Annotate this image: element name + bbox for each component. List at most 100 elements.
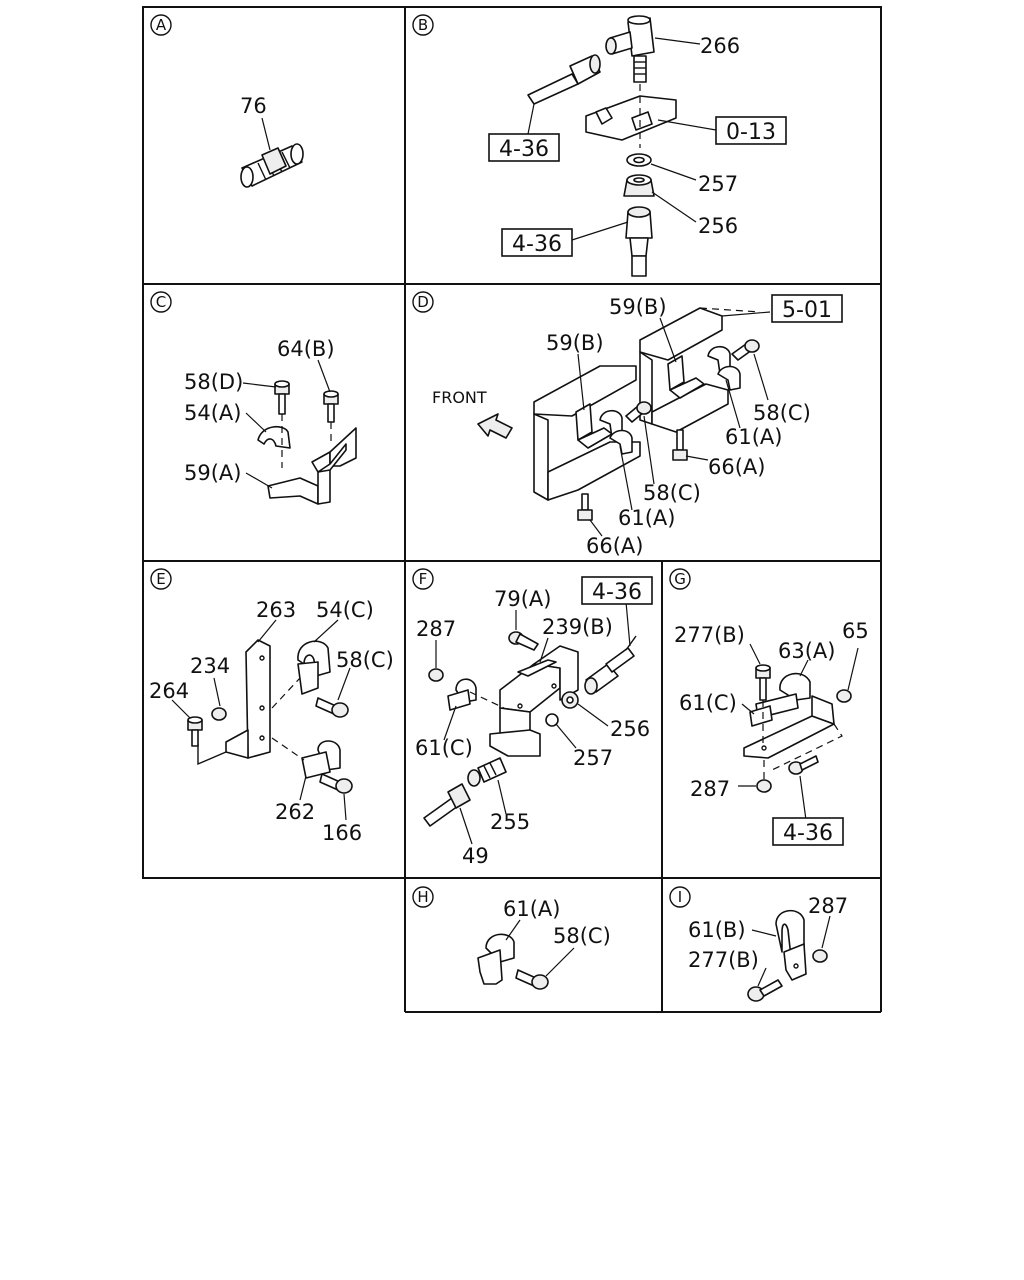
panel-letter: C	[156, 293, 166, 311]
label-59a: 59(A)	[184, 461, 241, 485]
bolt-58d	[274, 380, 290, 415]
ref-4-36: 4-36	[783, 821, 833, 846]
pipe-left	[527, 54, 601, 105]
bracket-plate	[585, 95, 677, 141]
pipe-fitting	[584, 635, 637, 695]
panel-h: H 61(A) 58(C)	[412, 886, 611, 990]
label-61a: 61(A)	[725, 425, 782, 449]
panel-letter: I	[678, 888, 682, 906]
bolt-58c-front	[625, 401, 652, 423]
bolt-66a-front	[577, 493, 593, 521]
pipe-49	[423, 783, 471, 827]
label-63a: 63(A)	[778, 639, 835, 663]
bolt-58c	[515, 969, 549, 990]
panel-letter: E	[156, 570, 165, 588]
label-59b: 59(B)	[609, 295, 667, 319]
clip-61a-rear	[707, 345, 741, 391]
tee-fitting-266	[605, 15, 655, 83]
ref-box-4-36	[501, 228, 573, 257]
bolt-64b	[323, 390, 339, 423]
front-arrow	[477, 413, 513, 439]
clip-61a	[477, 933, 515, 985]
label-61c: 61(C)	[415, 736, 473, 760]
panel-d: D	[412, 291, 843, 558]
label-257: 257	[573, 746, 613, 770]
panel-letter: A	[156, 16, 167, 34]
label-287: 287	[690, 777, 730, 801]
bolt-277b	[755, 664, 771, 701]
ref-0-13: 0-13	[726, 120, 776, 145]
panel-letter: G	[674, 570, 686, 588]
panel-letter: D	[417, 293, 429, 311]
panel-e: E	[149, 568, 394, 845]
clip-54c	[271, 640, 331, 709]
label-234: 234	[190, 654, 230, 678]
label-76: 76	[240, 94, 267, 118]
label-79a: 79(A)	[494, 587, 551, 611]
bracket-263	[225, 639, 271, 759]
ref-box-4-36	[488, 133, 560, 162]
panel-a: A 76	[150, 14, 304, 188]
ref-4-36: 4-36	[592, 580, 642, 605]
label-58c: 58(C)	[753, 401, 811, 425]
label-65: 65	[842, 619, 869, 643]
bolt-264	[187, 716, 203, 747]
nut-287	[428, 668, 444, 682]
nut-65	[836, 689, 852, 703]
label-277b: 277(B)	[674, 623, 745, 647]
bracket-59a	[267, 427, 357, 505]
label-287: 287	[416, 617, 456, 641]
ref-4-36: 4-36	[512, 232, 562, 257]
label-64b: 64(B)	[277, 337, 335, 361]
lower-fitting	[625, 206, 653, 277]
nut-256	[623, 174, 655, 197]
panel-f: F	[412, 568, 653, 868]
panel-b: B	[412, 14, 787, 277]
label-58d: 58(D)	[184, 370, 243, 394]
ref-box-4-36	[772, 817, 844, 846]
label-166: 166	[322, 821, 362, 845]
label-256: 256	[698, 214, 738, 238]
ref-5-01: 5-01	[782, 298, 832, 323]
front-label: FRONT	[432, 388, 487, 407]
panel-i: I 287 61(B) 277(B)	[669, 886, 848, 1002]
label-264: 264	[149, 679, 189, 703]
bolt-58c-rear	[731, 339, 760, 361]
ref-4-36: 4-36	[499, 137, 549, 162]
label-54c: 54(C)	[316, 598, 374, 622]
clip-61b	[775, 909, 807, 981]
label-49: 49	[462, 844, 489, 868]
label-61b: 61(B)	[688, 918, 746, 942]
label-239b: 239(B)	[542, 615, 613, 639]
clip-54a	[257, 425, 291, 449]
panel-g: G	[669, 568, 869, 846]
nut-287	[812, 949, 828, 963]
bracket-239b	[489, 645, 579, 757]
panel-c: C 64(B) 58(D) 54(A) 59(A)	[150, 291, 357, 505]
label-61c: 61(C)	[679, 691, 737, 715]
label-263: 263	[256, 598, 296, 622]
label-257: 257	[698, 172, 738, 196]
clip-59b-front	[575, 403, 613, 449]
bolt-58c	[315, 697, 349, 718]
panel-letter: B	[418, 16, 428, 34]
washer-234	[211, 707, 227, 721]
fitting-255	[467, 757, 507, 787]
bolt-166	[319, 773, 353, 794]
ref-box-4-36	[581, 576, 653, 605]
clip-61a-front	[599, 409, 633, 455]
panel-letter: F	[419, 570, 428, 588]
clip-262	[271, 737, 341, 779]
label-61a: 61(A)	[503, 897, 560, 921]
clip-59b-rear	[667, 355, 705, 399]
label-58c: 58(C)	[336, 648, 394, 672]
nut-287	[756, 779, 772, 793]
clip-61c	[447, 678, 477, 711]
frame-member-rear	[639, 307, 761, 433]
panel-letter: H	[417, 888, 428, 906]
label-277b: 277(B)	[688, 948, 759, 972]
panel-grid	[142, 6, 882, 1013]
label-255: 255	[490, 810, 530, 834]
label-262: 262	[275, 800, 315, 824]
